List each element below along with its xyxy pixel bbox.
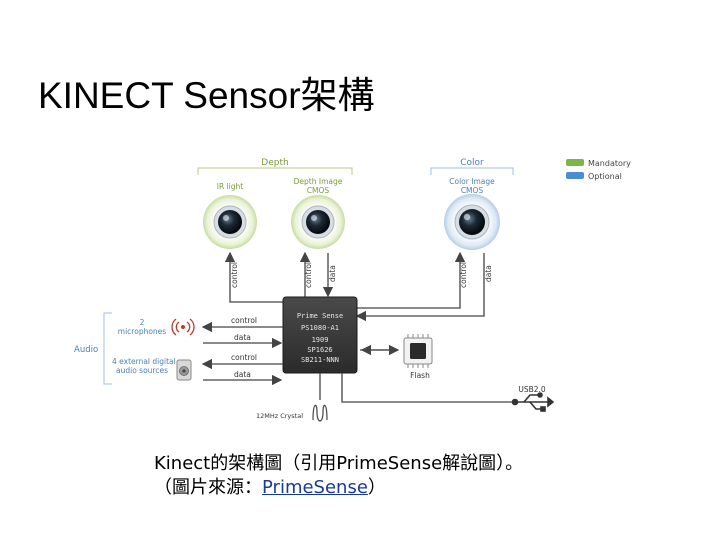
depth-control-label: control — [304, 262, 313, 288]
microphones-label-1: 2 — [140, 318, 145, 327]
ir-light-lens-icon — [203, 195, 257, 249]
audio-group-bracket — [103, 312, 112, 385]
caption-line-1: Kinect的架構圖（引用PrimeSense解說圖）。 — [154, 453, 524, 474]
microphones-label-2: microphones — [118, 327, 166, 336]
prime-sense-chip: Prime Sense PS1080-A1 1909 SP1626 SB211-… — [282, 296, 358, 374]
color-image-lens-icon — [444, 194, 500, 250]
depth-data-label: data — [328, 265, 337, 282]
ir-light-label: IR light — [217, 182, 243, 191]
color-image-label-1: Color Image — [449, 177, 495, 186]
flash-label: Flash — [410, 371, 430, 380]
depth-image-lens-icon — [291, 195, 345, 249]
legend-mandatory-label: Mandatory — [588, 159, 631, 168]
color-control-label: control — [459, 262, 468, 288]
chip-line-3: 1909 — [312, 336, 329, 344]
crystal-label: 12MHz Crystal — [256, 412, 303, 420]
audio-group-label: Audio — [74, 345, 98, 355]
depth-image-label-2: CMOS — [307, 186, 330, 195]
color-group-label: Color — [460, 158, 484, 168]
usb-icon — [511, 392, 555, 412]
legend: Mandatory Optional — [566, 159, 631, 181]
depth-group-label: Depth — [261, 158, 288, 168]
mic-data-label: data — [234, 333, 251, 342]
audio-connections — [201, 321, 283, 386]
ext-data-label: data — [234, 370, 251, 379]
caption-source-link[interactable]: PrimeSense — [262, 477, 368, 498]
flash-chip-icon — [403, 334, 433, 368]
chip-line-2: PS1080-A1 — [301, 324, 339, 332]
depth-image-label-1: Depth Image — [294, 177, 343, 186]
caption-source-suffix: ） — [367, 477, 386, 498]
chip-line-5: SB211-NNN — [301, 356, 339, 364]
speaker-icon — [176, 359, 192, 381]
color-data-label: data — [484, 265, 493, 282]
legend-optional-swatch — [566, 172, 584, 179]
usb-connection — [341, 373, 512, 403]
color-group-bracket — [430, 167, 514, 175]
external-audio-label-1: 4 external digital — [112, 357, 176, 366]
external-audio-label-2: audio sources — [116, 366, 168, 375]
caption: Kinect的架構圖（引用PrimeSense解說圖）。 （圖片來源：Prime… — [154, 452, 523, 500]
legend-mandatory-swatch — [566, 159, 584, 166]
legend-optional-label: Optional — [588, 172, 622, 181]
chip-line-4: SP1626 — [307, 346, 332, 354]
microphone-icon — [171, 318, 195, 336]
mic-control-label: control — [231, 316, 257, 325]
ext-control-label: control — [231, 353, 257, 362]
depth-group-bracket — [197, 167, 353, 175]
caption-line-2: （圖片來源：PrimeSense） — [154, 476, 523, 500]
usb-label: USB2.0 — [518, 385, 546, 394]
caption-source-prefix: （圖片來源： — [154, 477, 262, 498]
slide-title: KINECT Sensor架構 — [38, 75, 375, 116]
sensor-connections — [224, 251, 485, 322]
ir-control-label: control — [230, 262, 239, 288]
color-image-label-2: CMOS — [461, 186, 484, 195]
chip-line-1: Prime Sense — [297, 312, 343, 320]
crystal-connection — [312, 373, 328, 422]
